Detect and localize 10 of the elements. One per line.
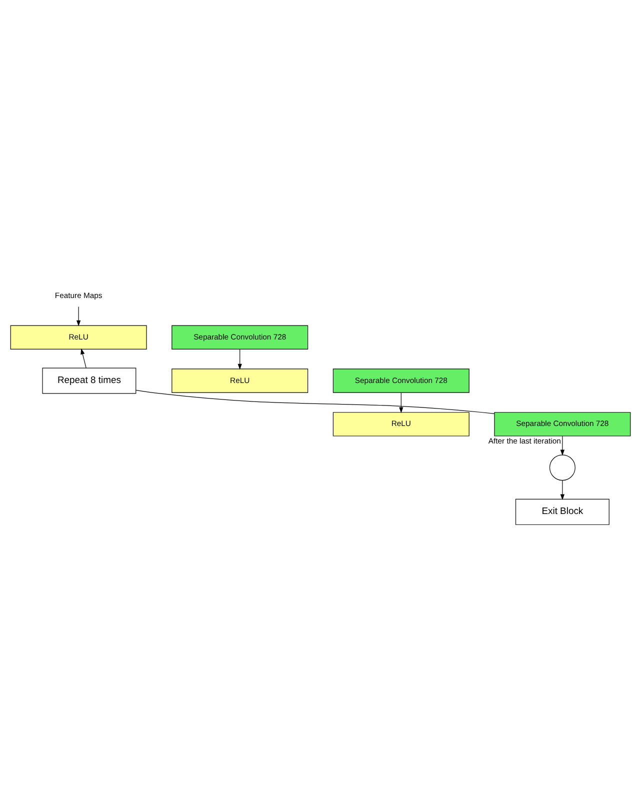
- node-box: Repeat 8 times: [42, 367, 136, 394]
- arrow: [560, 435, 564, 456]
- arrow: [238, 348, 242, 370]
- connector: [136, 389, 495, 414]
- arrow: [560, 480, 564, 500]
- arrow: [80, 348, 86, 368]
- arrow: [76, 306, 81, 326]
- arrow: [399, 392, 404, 413]
- node-circle: [549, 454, 576, 480]
- node-box: Exit Block: [515, 498, 610, 524]
